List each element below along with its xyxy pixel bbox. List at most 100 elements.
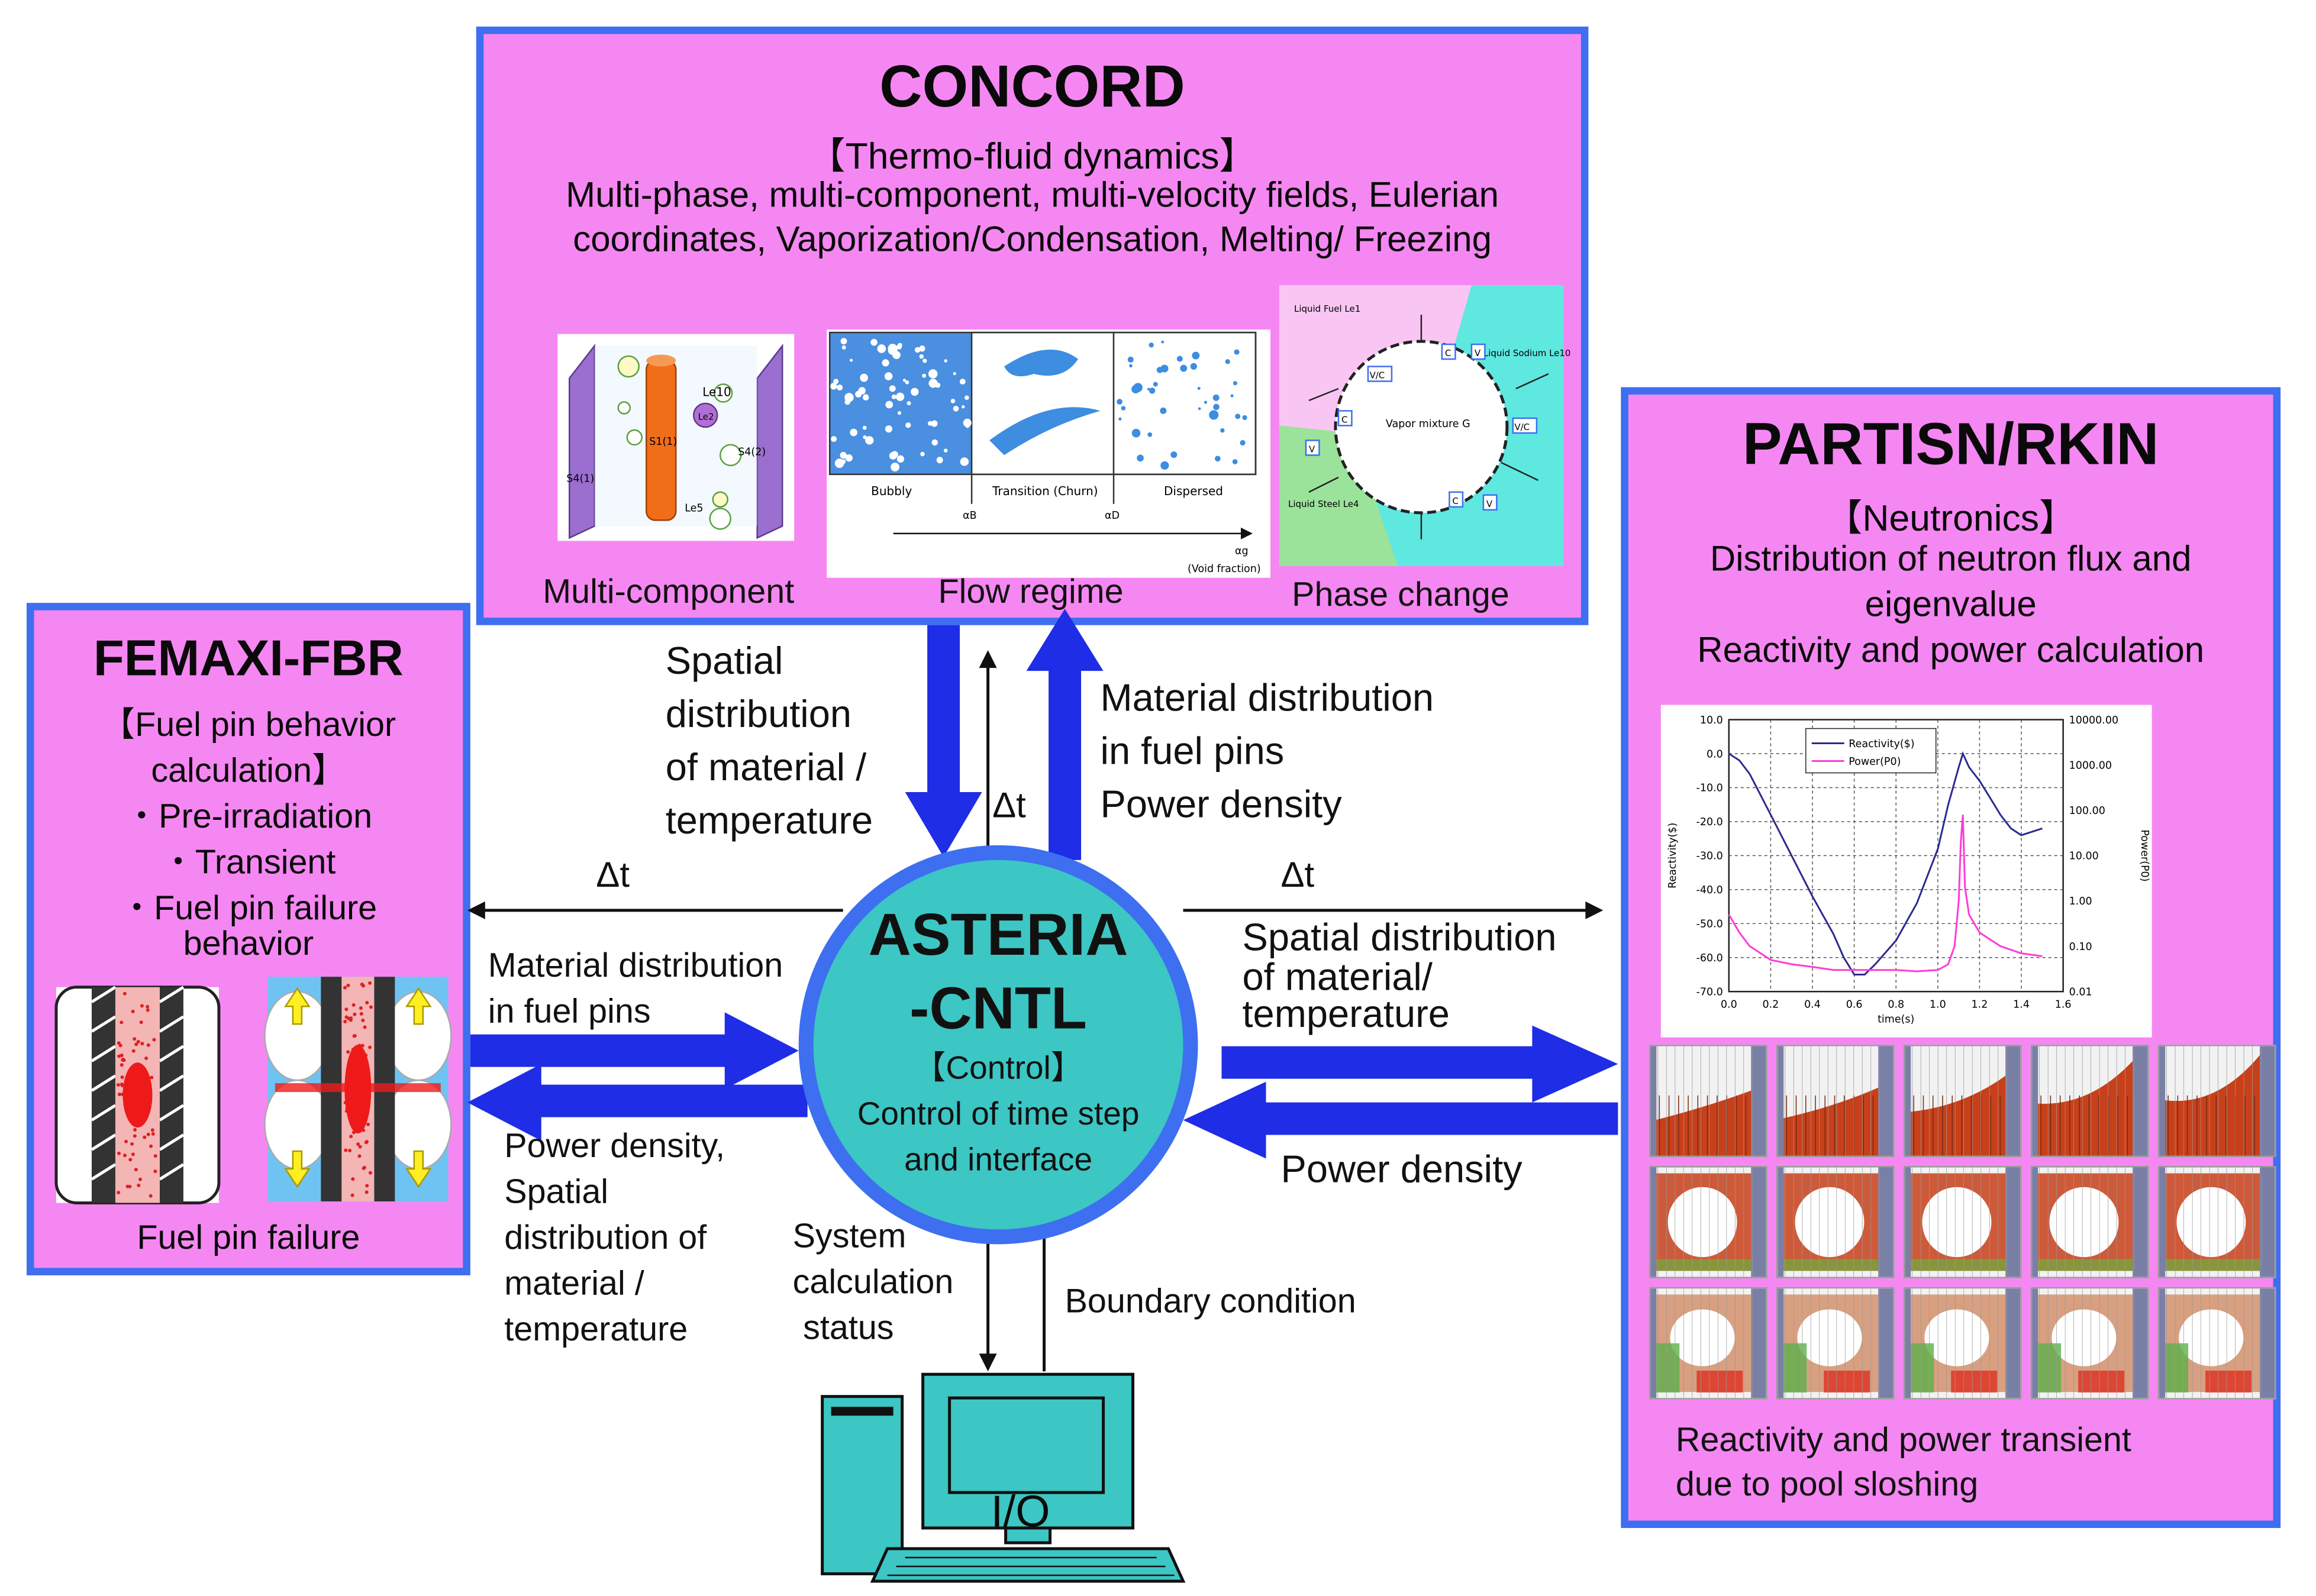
bubble — [858, 387, 866, 395]
label-system-status-1: System — [792, 1216, 907, 1255]
sloshing-frame — [2157, 1287, 2276, 1400]
fuel-particle — [139, 1020, 143, 1025]
label-right-out-1: Spatial distribution — [1242, 915, 1557, 959]
bubble — [833, 379, 839, 385]
bubble — [902, 379, 907, 382]
bubble — [841, 459, 846, 464]
fuel-particle — [131, 1152, 135, 1156]
partisn-subtitle: 【Neutronics】 — [1825, 497, 2076, 539]
y2-tick-label: 0.01 — [2069, 986, 2092, 998]
droplet — [1156, 367, 1163, 373]
droplet — [1180, 364, 1188, 372]
droplet — [1161, 340, 1165, 344]
bubble — [830, 383, 837, 390]
fuel-particle — [365, 1001, 369, 1005]
mc-label-le5: Le5 — [685, 502, 703, 514]
fuel-particle — [368, 1045, 372, 1049]
arrow-center-to-concord — [1026, 609, 1104, 860]
fuel-particle — [120, 1075, 124, 1079]
bubble — [920, 451, 925, 457]
fuel-particle — [117, 1191, 121, 1195]
fuel-particle — [117, 1054, 121, 1058]
label-dt-left: Δt — [596, 855, 630, 896]
femaxi-caption: Fuel pin failure — [137, 1217, 360, 1256]
phase-vc-box-2: V/C — [1514, 422, 1530, 432]
flow-label-dispersed: Dispersed — [1164, 484, 1223, 498]
phase-c-box-1: C — [1445, 348, 1451, 358]
bubble — [860, 373, 868, 382]
fuel-particle — [134, 1168, 138, 1172]
y2-tick-label: 0.10 — [2069, 941, 2092, 953]
fuel-particle — [146, 1004, 150, 1009]
droplet — [1215, 455, 1221, 462]
fuel-particle — [131, 1049, 136, 1053]
droplet — [1220, 428, 1225, 433]
y-tick-label: -50.0 — [1696, 919, 1723, 931]
y-tick-label: -70.0 — [1696, 986, 1723, 998]
fuel-particle — [149, 1144, 153, 1148]
fuel-particle — [150, 1128, 154, 1132]
flow-label-void-fraction: (Void fraction) — [1188, 563, 1261, 575]
bubble — [965, 395, 969, 400]
droplet — [1170, 451, 1178, 458]
bubble — [891, 394, 896, 399]
fuel-particle — [120, 1020, 124, 1025]
fuel-particle — [362, 984, 366, 988]
droplet — [1118, 417, 1122, 421]
phase-label-steel: Liquid Steel Le4 — [1288, 499, 1359, 509]
bubble — [928, 369, 938, 379]
fuel-particle — [348, 1148, 352, 1152]
phase-v-box-2: V — [1309, 444, 1315, 454]
mc-label-s1: S1(1) — [649, 436, 677, 448]
droplet — [1127, 356, 1134, 363]
fuel-particle — [121, 1058, 125, 1062]
droplet — [1235, 413, 1241, 419]
fuel-particle — [118, 1043, 122, 1048]
partisn-title: PARTISN/RKIN — [1742, 412, 2159, 477]
fuel-particle — [131, 1009, 135, 1013]
bubble — [936, 457, 943, 464]
fuel-particle — [353, 1012, 357, 1016]
bubble — [862, 394, 869, 400]
fuel-particle — [153, 1169, 157, 1174]
flow-label-bubbly: Bubbly — [871, 484, 912, 498]
y-tick-label: -10.0 — [1696, 783, 1723, 794]
y2-tick-label: 1.00 — [2069, 896, 2092, 907]
label-from-concord-2: in fuel pins — [1100, 728, 1285, 773]
fuel-particle — [123, 1154, 127, 1158]
y-tick-label: 10.0 — [1700, 715, 1723, 726]
droplet — [1147, 387, 1150, 391]
fuel-particle — [368, 981, 372, 985]
arrow-dt-left — [467, 901, 843, 919]
femaxi-bullet-transient: ・Transient — [161, 842, 336, 881]
chart-series — [1728, 751, 2043, 975]
flow-label-alpha-b: αB — [963, 510, 977, 522]
fuel-particle — [153, 1154, 157, 1158]
phase-change-image: Vapor mixture G Liquid Fuel Le1 Liquid S… — [1279, 285, 1570, 566]
bubble — [896, 392, 905, 401]
droplet — [1190, 363, 1197, 370]
label-system-status-3: status — [803, 1307, 894, 1346]
fuel-particle — [343, 986, 347, 990]
sloshing-frame — [1903, 1287, 2022, 1400]
bubble — [931, 439, 938, 446]
droplet — [1133, 383, 1143, 392]
fuel-particle — [117, 1151, 121, 1155]
label-left-in-1: Material distribution — [488, 945, 783, 984]
arrow-center-to-partisn — [1221, 1025, 1618, 1103]
fuel-particle — [117, 1093, 121, 1097]
femaxi-box: FEMAXI-FBR 【Fuel pin behavior calculatio… — [26, 603, 470, 1275]
droplet — [1131, 428, 1141, 438]
bubbles-bubbly — [830, 338, 972, 471]
bubble — [928, 421, 933, 426]
femaxi-title: FEMAXI-FBR — [93, 631, 404, 687]
droplet — [1121, 406, 1126, 411]
sloshing-frame — [1776, 1045, 1895, 1158]
bubble — [845, 454, 853, 462]
fuel-particle — [130, 1142, 134, 1146]
fuel-particle — [365, 1190, 369, 1194]
y2-tick-label: 10000.00 — [2069, 715, 2118, 726]
